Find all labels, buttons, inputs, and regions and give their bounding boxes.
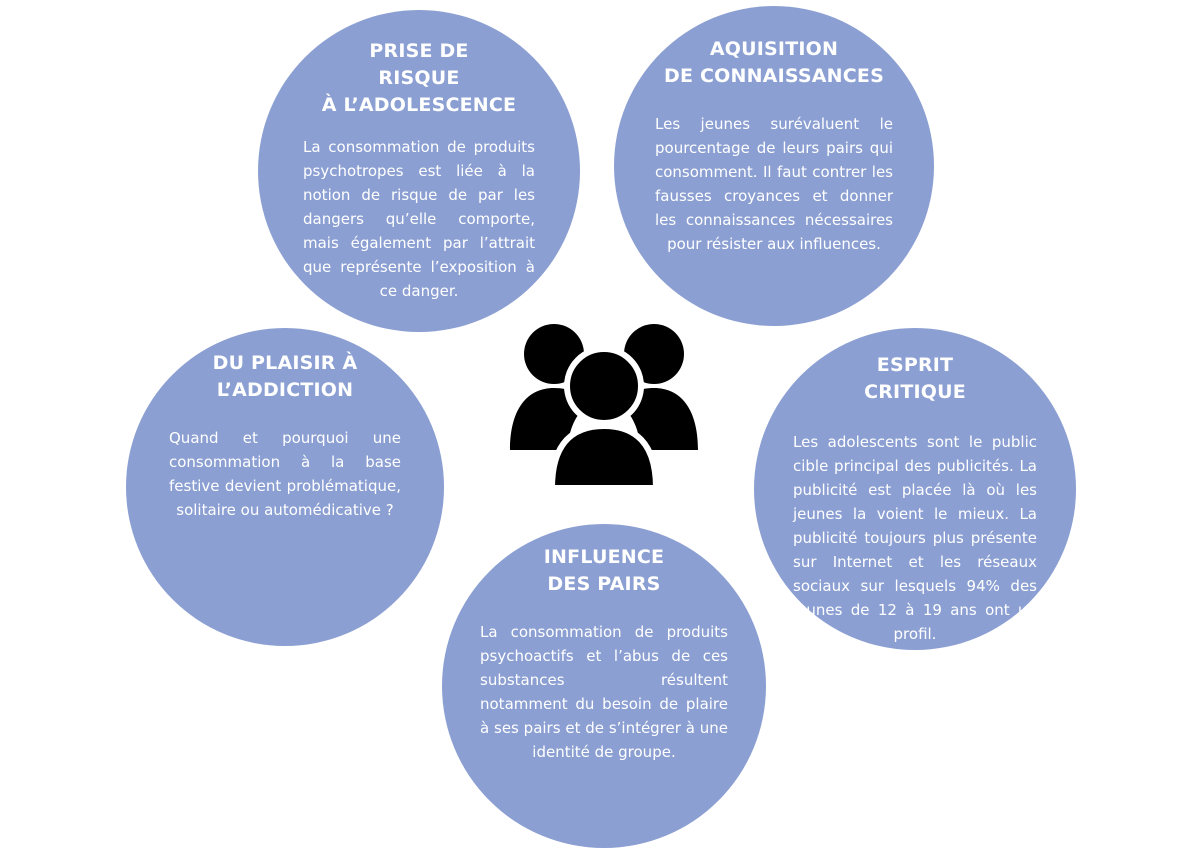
circle-body: Quand et pourquoi une consommation à la … — [169, 429, 401, 519]
circle-title: PRISE DE RISQUE À L’ADOLESCENCE — [321, 40, 517, 116]
circle-title: ESPRIT CRITIQUE — [864, 354, 966, 403]
circle-risk-taking: PRISE DE RISQUE À L’ADOLESCENCE La conso… — [258, 10, 580, 332]
circle-critical-thinking: ESPRIT CRITIQUE Les adolescents sont le … — [754, 328, 1076, 650]
circle-body: La consommation de produits psychotropes… — [303, 138, 535, 300]
circle-body: La consommation de produits psychoactifs… — [480, 623, 728, 761]
circle-body: Les adolescents sont le public cible pri… — [793, 433, 1037, 643]
circle-body: Les jeunes surévaluent le pourcentage de… — [655, 115, 893, 253]
group-of-people-icon — [510, 324, 698, 488]
circle-title: INFLUENCE DES PAIRS — [543, 546, 665, 595]
circle-pleasure-to-addiction: DU PLAISIR À L’ADDICTION Quand et pourqu… — [126, 328, 444, 646]
circle-knowledge-acquisition: AQUISITION DE CONNAISSANCES Les jeunes s… — [614, 6, 934, 326]
circle-title: AQUISITION DE CONNAISSANCES — [664, 38, 884, 87]
circle-peer-influence: INFLUENCE DES PAIRS La consommation de p… — [442, 524, 766, 848]
circle-title: DU PLAISIR À L’ADDICTION — [212, 352, 358, 401]
